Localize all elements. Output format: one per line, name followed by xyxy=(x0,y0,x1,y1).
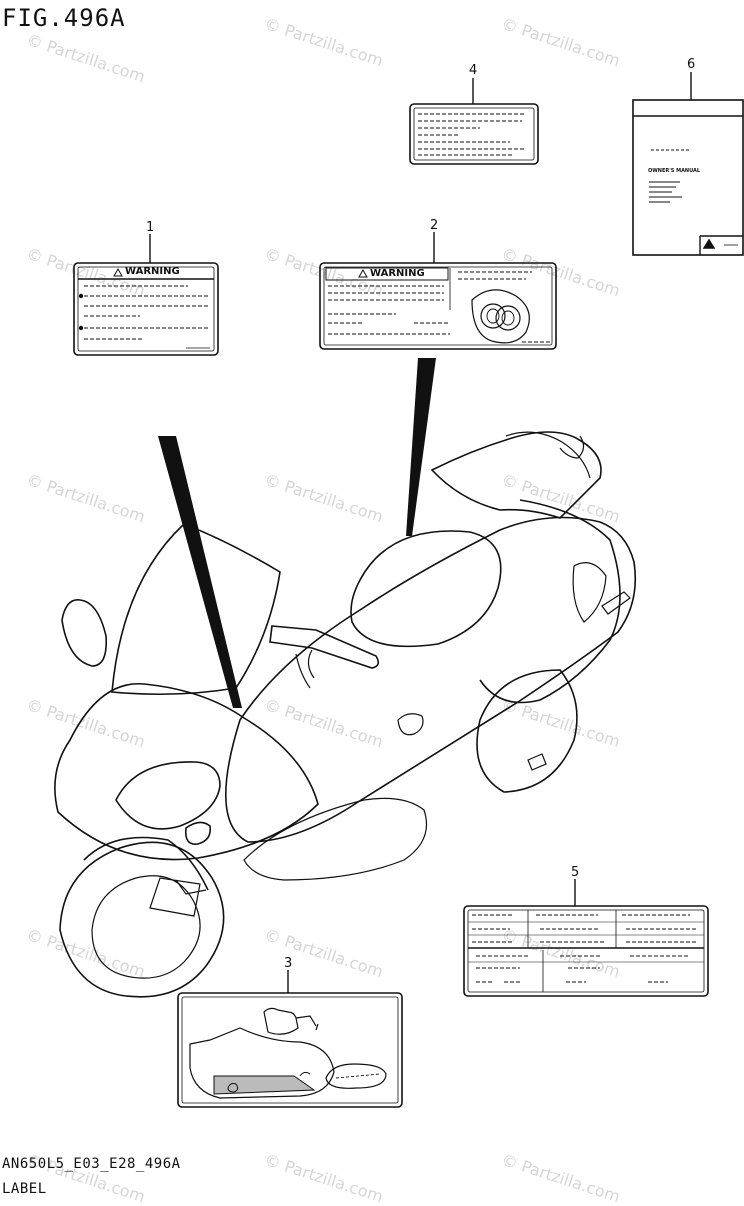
label-5 xyxy=(463,879,709,997)
warning-text-2: WARNING xyxy=(370,268,425,279)
owners-manual xyxy=(632,72,744,256)
callout-2: 2 xyxy=(430,218,439,233)
label-4 xyxy=(409,78,539,165)
warning-text-1: WARNING xyxy=(125,266,180,277)
label-3 xyxy=(177,970,403,1108)
callout-6: 6 xyxy=(687,57,696,72)
figure-label: LABEL xyxy=(2,1181,47,1197)
scooter-illustration xyxy=(54,431,637,998)
figure-code: AN650L5_E03_E28_496A xyxy=(2,1156,181,1172)
callout-1: 1 xyxy=(146,220,155,235)
manual-title: OWNER'S MANUAL xyxy=(648,168,701,174)
callout-5: 5 xyxy=(571,865,580,880)
callout-4: 4 xyxy=(469,63,478,78)
leader-lines xyxy=(158,358,436,708)
warning-label-1 xyxy=(73,234,219,356)
warning-label-2 xyxy=(319,232,557,350)
callout-3: 3 xyxy=(284,956,293,971)
figure-title: FIG.496A xyxy=(2,4,126,32)
